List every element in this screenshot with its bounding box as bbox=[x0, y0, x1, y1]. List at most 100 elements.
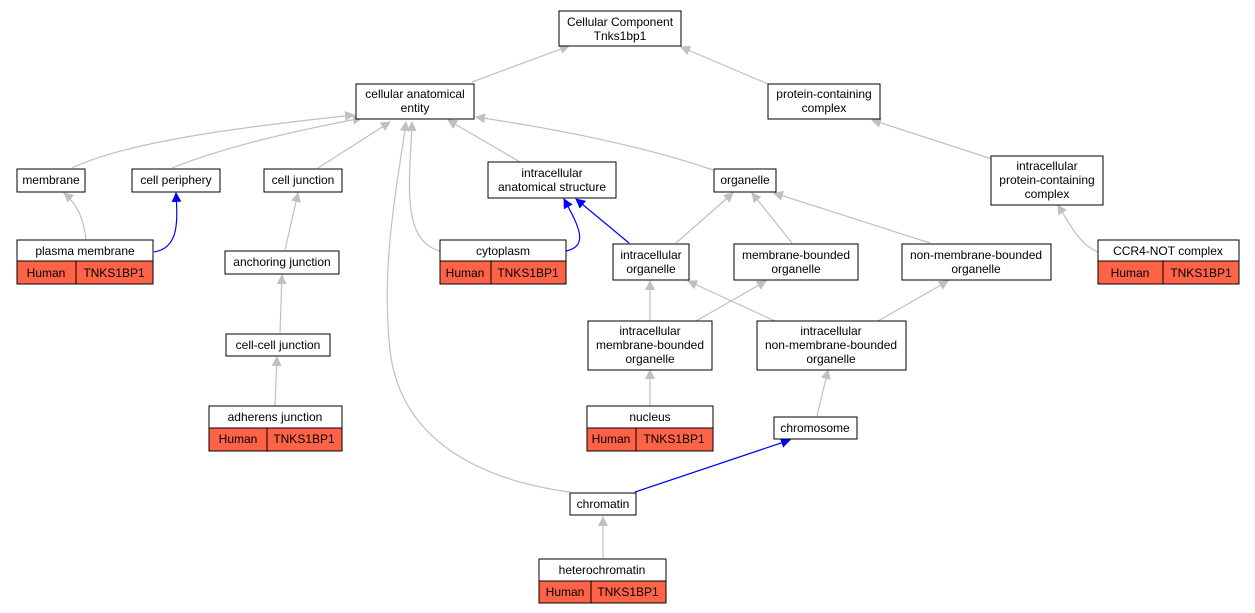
term-label: intracellular bbox=[620, 248, 681, 262]
annotation-species: Human bbox=[219, 432, 258, 446]
term-label: non-membrane-bounded bbox=[910, 248, 1042, 262]
term-node-heterochromatin[interactable]: heterochromatin Human TNKS1BP1 bbox=[538, 558, 667, 604]
term-node-chromosome[interactable]: chromosome bbox=[773, 416, 858, 440]
annotation-gene: TNKS1BP1 bbox=[597, 585, 659, 599]
annotation-species: Human bbox=[27, 266, 66, 280]
edges bbox=[63, 44, 1099, 559]
term-node-cellular-anatomical-entity[interactable]: cellular anatomical entity bbox=[355, 83, 475, 120]
annotation-gene: TNKS1BP1 bbox=[643, 432, 705, 446]
term-label: cell junction bbox=[272, 173, 335, 187]
term-label: adherens junction bbox=[228, 410, 323, 424]
edge-chromatin-to-chromosome bbox=[634, 438, 791, 493]
term-label: cell periphery bbox=[140, 173, 211, 187]
term-node-membrane-bounded-organelle[interactable]: membrane-bounded organelle bbox=[733, 243, 859, 281]
edge-cytoplasm-to-cae bbox=[406, 121, 441, 252]
edge-cae-to-root bbox=[471, 44, 570, 83]
term-label: protein-containing bbox=[999, 173, 1094, 187]
term-label: organelle bbox=[626, 262, 676, 276]
edge-cytoplasm-to-ias bbox=[563, 198, 581, 252]
term-node-protein-containing-complex[interactable]: protein-containing complex bbox=[767, 83, 881, 120]
term-label: cellular anatomical bbox=[365, 87, 464, 101]
term-label: complex bbox=[1025, 187, 1070, 201]
term-label: CCR4-NOT complex bbox=[1113, 244, 1223, 258]
annotation-gene: TNKS1BP1 bbox=[497, 266, 559, 280]
term-label: membrane bbox=[22, 173, 80, 187]
edge-membrane-to-cae bbox=[71, 110, 355, 169]
term-label: membrane-bounded bbox=[742, 248, 850, 262]
annotation-species: Human bbox=[446, 266, 485, 280]
term-label: membrane-bounded bbox=[596, 338, 704, 352]
term-node-nucleus[interactable]: nucleus Human TNKS1BP1 bbox=[586, 405, 714, 452]
annotation-gene: TNKS1BP1 bbox=[273, 432, 335, 446]
annotation-species: Human bbox=[546, 585, 585, 599]
term-label: intracellular bbox=[619, 324, 680, 338]
term-label: organelle bbox=[951, 262, 1001, 276]
edge-plasma-to-membrane bbox=[63, 192, 87, 241]
annotation-species: Human bbox=[592, 432, 631, 446]
edge-chromatin-to-cae bbox=[386, 121, 571, 493]
edge-ccjunc-to-anchjunc bbox=[276, 274, 287, 334]
edge-ccr4-to-ipcc bbox=[1057, 204, 1099, 253]
term-node-ccr4-not-complex[interactable]: CCR4-NOT complex Human TNKS1BP1 bbox=[1097, 239, 1240, 285]
edge-ias-to-cae bbox=[447, 119, 521, 163]
edge-chromosome-to-inmbo bbox=[816, 369, 831, 417]
term-node-non-membrane-bounded-organelle[interactable]: non-membrane-bounded organelle bbox=[901, 243, 1052, 281]
term-label: chromatin bbox=[577, 497, 630, 511]
term-node-intracellular-protein-containing-complex[interactable]: intracellular protein-containing complex bbox=[990, 155, 1104, 206]
term-label: chromosome bbox=[780, 421, 850, 435]
term-node-anchoring-junction[interactable]: anchoring junction bbox=[224, 250, 340, 275]
term-label: organelle bbox=[720, 173, 770, 187]
term-label: anatomical structure bbox=[498, 180, 606, 194]
term-node-chromatin[interactable]: chromatin bbox=[569, 492, 637, 516]
edge-cellper-to-cae bbox=[171, 114, 363, 169]
nodes: Cellular Component Tnks1bp1 cellular ana… bbox=[16, 10, 1240, 604]
term-node-intracellular-anatomical-structure[interactable]: intracellular anatomical structure bbox=[487, 161, 617, 199]
edge-inmbo-to-intorg bbox=[687, 280, 776, 322]
term-node-adherens-junction[interactable]: adherens junction Human TNKS1BP1 bbox=[208, 405, 343, 452]
term-label: organelle bbox=[625, 352, 675, 366]
term-label: intracellular bbox=[800, 324, 861, 338]
term-label: heterochromatin bbox=[559, 563, 646, 577]
term-label: complex bbox=[802, 101, 847, 115]
edge-pcc-to-root bbox=[680, 45, 769, 85]
edge-celljunc-to-cae bbox=[317, 121, 391, 169]
term-node-membrane[interactable]: membrane bbox=[16, 168, 86, 193]
term-label: Tnks1bp1 bbox=[594, 29, 647, 43]
edge-plasma-to-cellper bbox=[153, 192, 182, 253]
term-node-intracellular-non-membrane-bounded-organelle[interactable]: intracellular non-membrane-bounded organ… bbox=[756, 320, 907, 371]
edge-intorg-to-ias bbox=[575, 198, 630, 244]
term-label: cytoplasm bbox=[476, 244, 530, 258]
term-node-cell-periphery[interactable]: cell periphery bbox=[131, 168, 221, 193]
term-node-intracellular-organelle[interactable]: intracellular organelle bbox=[612, 243, 690, 281]
term-node-cell-junction[interactable]: cell junction bbox=[263, 168, 343, 193]
term-label: intracellular bbox=[521, 166, 582, 180]
term-node-cell-cell-junction[interactable]: cell-cell junction bbox=[225, 333, 331, 357]
term-node-organelle[interactable]: organelle bbox=[713, 168, 777, 193]
term-label: organelle bbox=[771, 262, 821, 276]
term-label: organelle bbox=[806, 352, 856, 366]
term-label: non-membrane-bounded bbox=[765, 338, 897, 352]
edge-adherens-to-ccjunc bbox=[271, 356, 282, 407]
term-node-cytoplasm[interactable]: cytoplasm Human TNKS1BP1 bbox=[439, 239, 567, 285]
term-label: nucleus bbox=[629, 410, 670, 424]
edge-nmbo-to-organelle bbox=[773, 190, 931, 244]
term-label: plasma membrane bbox=[35, 244, 135, 258]
term-node-intracellular-membrane-bounded-organelle[interactable]: intracellular membrane-bounded organelle bbox=[587, 320, 713, 371]
term-node-cellular-component-root[interactable]: Cellular Component Tnks1bp1 bbox=[558, 10, 682, 47]
edge-mbo-to-organelle bbox=[751, 192, 793, 244]
term-label: protein-containing bbox=[776, 87, 871, 101]
term-node-plasma-membrane[interactable]: plasma membrane Human TNKS1BP1 bbox=[16, 239, 154, 285]
term-label: entity bbox=[401, 101, 430, 115]
annotation-gene: TNKS1BP1 bbox=[1170, 266, 1232, 280]
annotation-gene: TNKS1BP1 bbox=[83, 266, 145, 280]
annotation-species: Human bbox=[1111, 266, 1150, 280]
term-label: Cellular Component bbox=[567, 15, 674, 29]
term-label: anchoring junction bbox=[233, 255, 330, 269]
edge-anchjunc-to-celljunc bbox=[284, 192, 301, 251]
edge-ipcc-to-pcc bbox=[871, 118, 993, 160]
edge-inmbo-to-nmbo bbox=[877, 280, 949, 322]
edge-organelle-to-cae bbox=[475, 113, 714, 171]
edge-intorg-to-organelle bbox=[675, 192, 734, 244]
term-label: cell-cell junction bbox=[236, 338, 321, 352]
